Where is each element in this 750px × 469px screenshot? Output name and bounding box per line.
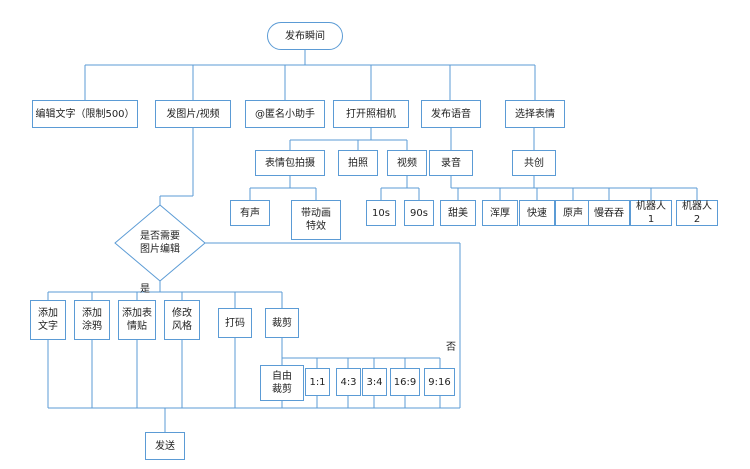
node-90s: 90s [404, 200, 434, 226]
decision-diamond [114, 204, 206, 282]
node-voice-fast: 快速 [519, 200, 555, 226]
node-crop: 裁剪 [265, 308, 299, 338]
edge-label-yes: 是 [140, 283, 150, 295]
node-choose-emoji: 选择表情 [505, 100, 565, 128]
node-voice-robot2: 机器人2 [676, 200, 718, 226]
node-open-camera: 打开照相机 [333, 100, 409, 128]
node-add-sticker: 添加表 情贴 [118, 300, 156, 340]
node-voice-original: 原声 [555, 200, 591, 226]
node-publish-voice: 发布语音 [421, 100, 481, 128]
node-record: 录音 [429, 150, 473, 176]
node-free-crop: 自由 裁剪 [260, 365, 304, 401]
node-mosaic: 打码 [218, 308, 252, 338]
node-video: 视频 [387, 150, 427, 176]
node-voice-slow: 慢吞吞 [588, 200, 630, 226]
node-emoji-shoot: 表情包拍摄 [255, 150, 325, 176]
node-anim-fx: 带动画 特效 [291, 200, 341, 240]
node-publish-moment: 发布瞬间 [267, 22, 343, 50]
node-change-style: 修改 风格 [164, 300, 200, 340]
node-with-sound: 有声 [230, 200, 270, 226]
node-voice-sweet: 甜美 [440, 200, 476, 226]
node-post-media: 发图片/视频 [155, 100, 231, 128]
node-cocreate: 共创 [512, 150, 556, 176]
node-edit-text-limit: 编辑文字（限制500） [32, 100, 138, 128]
node-send: 发送 [145, 432, 185, 460]
node-add-text: 添加 文字 [30, 300, 66, 340]
decision-need-edit-label: 是否需要 图片编辑 [140, 230, 180, 256]
node-add-doodle: 添加 涂鸦 [74, 300, 110, 340]
node-ratio-4-3: 4:3 [336, 368, 361, 396]
node-ratio-1-1: 1:1 [305, 368, 330, 396]
node-ratio-9-16: 9:16 [424, 368, 455, 396]
node-at-assistant: @匿名小助手 [245, 100, 325, 128]
node-voice-deep: 浑厚 [482, 200, 518, 226]
node-ratio-16-9: 16:9 [390, 368, 420, 396]
edge-label-no: 否 [446, 341, 456, 353]
node-voice-robot1: 机器人1 [630, 200, 672, 226]
node-10s: 10s [366, 200, 396, 226]
node-take-photo: 拍照 [338, 150, 378, 176]
node-ratio-3-4: 3:4 [362, 368, 387, 396]
